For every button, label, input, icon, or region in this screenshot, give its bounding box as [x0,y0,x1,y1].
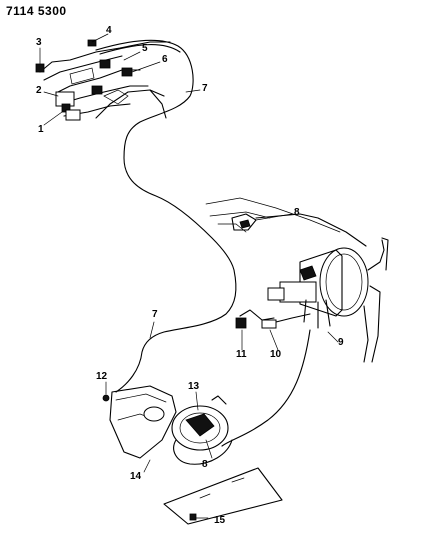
callout-13: 13 [188,381,200,392]
callout-9: 9 [338,337,344,348]
callout-12: 12 [96,371,108,382]
callout-3: 3 [36,37,42,48]
servo-assembly [102,385,233,465]
leader-lines [39,33,339,519]
callout-14: 14 [130,471,142,482]
callout-7-lower: 7 [152,309,158,320]
callout-2: 2 [36,85,42,96]
callout-10: 10 [270,349,282,360]
brake-booster-assembly [267,237,389,363]
callout-15: 15 [214,515,226,526]
callout-4: 4 [106,25,112,36]
mounting-plate [163,467,283,525]
cable-upper [95,39,235,271]
cable-middle [141,269,311,353]
callout-8-upper: 8 [294,207,300,218]
callout-11: 11 [236,349,247,360]
engine-compartment-outline [205,197,367,247]
cable-lower [115,329,311,447]
callout-5: 5 [142,43,148,54]
cruise-control-lever-assembly [35,39,171,121]
callout-7-upper: 7 [202,83,208,94]
callout-1: 1 [38,124,44,135]
callout-6: 6 [162,54,168,65]
callout-8-lower: 8 [202,459,208,470]
diagram-part-number: 7114 5300 [6,4,67,18]
